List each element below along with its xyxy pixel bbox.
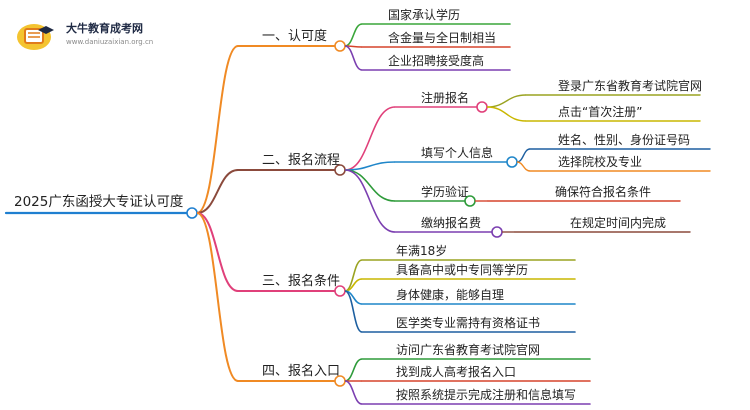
graduation-book-icon: [17, 24, 54, 50]
branch-connector-3: [196, 212, 239, 292]
branch-label-1: 一、认可度: [262, 28, 327, 44]
leaf-label: 具备高中或中专同等学历: [396, 262, 528, 277]
leaf-label: 学历验证: [421, 184, 469, 199]
site-logo: 大牛教育成考网 www.daniuzaixian.org.cn: [12, 14, 192, 58]
subnode-dot[interactable]: [464, 195, 476, 207]
subleaf-connector: [486, 106, 527, 122]
leaf-label: 国家承认学历: [388, 7, 460, 22]
leaf-connector: [344, 259, 363, 292]
subleaf-label: 登录广东省教育考试院官网: [558, 78, 702, 93]
branch-label-2: 二、报名流程: [262, 152, 340, 168]
subleaf-label: 选择院校及专业: [558, 154, 642, 169]
leaf-label: 身体健康，能够自理: [396, 287, 504, 302]
leaf-connector: [344, 106, 396, 171]
branch-node-dot-3[interactable]: [334, 285, 346, 297]
leaf-label: 填写个人信息: [421, 145, 493, 160]
leaf-connector: [344, 169, 396, 233]
leaf-label: 按照系统提示完成注册和信息填写: [396, 387, 576, 402]
leaf-label: 找到成人高考报名入口: [396, 364, 516, 379]
subleaf-label: 姓名、性别、身份证号码: [558, 132, 690, 147]
subleaf-label: 在规定时间内完成: [570, 215, 666, 230]
branch-label-4: 四、报名入口: [262, 363, 340, 379]
subleaf-connector: [486, 94, 527, 108]
branch-node-dot-1[interactable]: [334, 40, 346, 52]
subnode-dot[interactable]: [506, 156, 518, 168]
leaf-label: 医学类专业需持有资格证书: [396, 315, 540, 330]
subleaf-label: 确保符合报名条件: [555, 184, 651, 199]
leaf-label: 年满18岁: [396, 243, 447, 258]
branch-label-3: 三、报名条件: [262, 273, 340, 289]
leaf-label: 注册报名: [421, 90, 469, 105]
branch-node-dot-2[interactable]: [334, 164, 346, 176]
leaf-connector: [344, 358, 363, 382]
root-topic: 2025广东函授大专证认可度: [14, 194, 183, 210]
subleaf-connector: [516, 148, 531, 163]
subleaf-connector: [516, 161, 531, 172]
root-node-dot[interactable]: [186, 207, 198, 219]
subleaf-label: 点击“首次注册”: [558, 104, 642, 119]
leaf-connector: [344, 45, 363, 71]
subnode-dot[interactable]: [491, 226, 503, 238]
branch-node-dot-4[interactable]: [334, 375, 346, 387]
leaf-connector: [344, 290, 363, 333]
subnode-dot[interactable]: [476, 101, 488, 113]
leaf-label: 缴纳报名费: [421, 215, 481, 230]
branch-connector-4: [196, 212, 239, 382]
branch-connector-1: [196, 45, 239, 214]
leaf-label: 含金量与全日制相当: [388, 30, 496, 45]
leaf-label: 访问广东省教育考试院官网: [396, 342, 540, 357]
branch-connector-2: [196, 169, 239, 214]
leaf-connector: [344, 161, 396, 171]
logo-url: www.daniuzaixian.org.cn: [66, 38, 154, 46]
leaf-connector: [344, 380, 363, 405]
logo-title: 大牛教育成考网: [66, 22, 143, 35]
leaf-connector: [344, 169, 396, 202]
leaf-label: 企业招聘接受度高: [388, 53, 484, 68]
leaf-connector: [344, 23, 363, 47]
